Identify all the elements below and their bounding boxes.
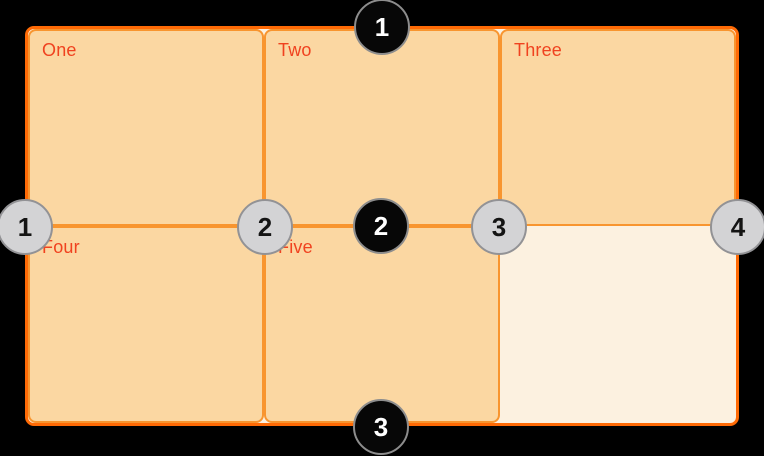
row-line-number: 2 xyxy=(373,210,389,241)
column-line-marker-2: 2 xyxy=(237,199,293,255)
column-line-number: 2 xyxy=(257,211,273,242)
column-line-marker-1: 1 xyxy=(0,199,53,255)
column-line-marker-3: 3 xyxy=(471,199,527,255)
grid-cell-one: One xyxy=(28,29,264,226)
row-line-marker-2: 2 xyxy=(353,198,409,254)
grid-cell-three: Three xyxy=(500,29,736,226)
row-line-marker-1: 1 xyxy=(354,0,410,55)
grid-cell-two: Two xyxy=(264,29,500,226)
grid-cell-label: Three xyxy=(514,40,563,60)
column-line-number: 4 xyxy=(730,211,746,242)
column-line-number: 3 xyxy=(491,211,507,242)
grid-cell-label: One xyxy=(42,40,77,60)
row-line-number: 1 xyxy=(374,11,390,42)
row-line-number: 3 xyxy=(373,411,389,442)
grid-cell-four: Four xyxy=(28,226,264,423)
column-line-marker-4: 4 xyxy=(710,199,764,255)
grid-cell-empty xyxy=(500,226,736,423)
grid-container: One Two Three Four Five xyxy=(25,26,739,426)
grid-cell-label: Four xyxy=(42,237,80,257)
row-line-marker-3: 3 xyxy=(353,399,409,455)
column-line-number: 1 xyxy=(17,211,33,242)
grid-cell-label: Two xyxy=(278,40,312,60)
grid-cell-five: Five xyxy=(264,226,500,423)
